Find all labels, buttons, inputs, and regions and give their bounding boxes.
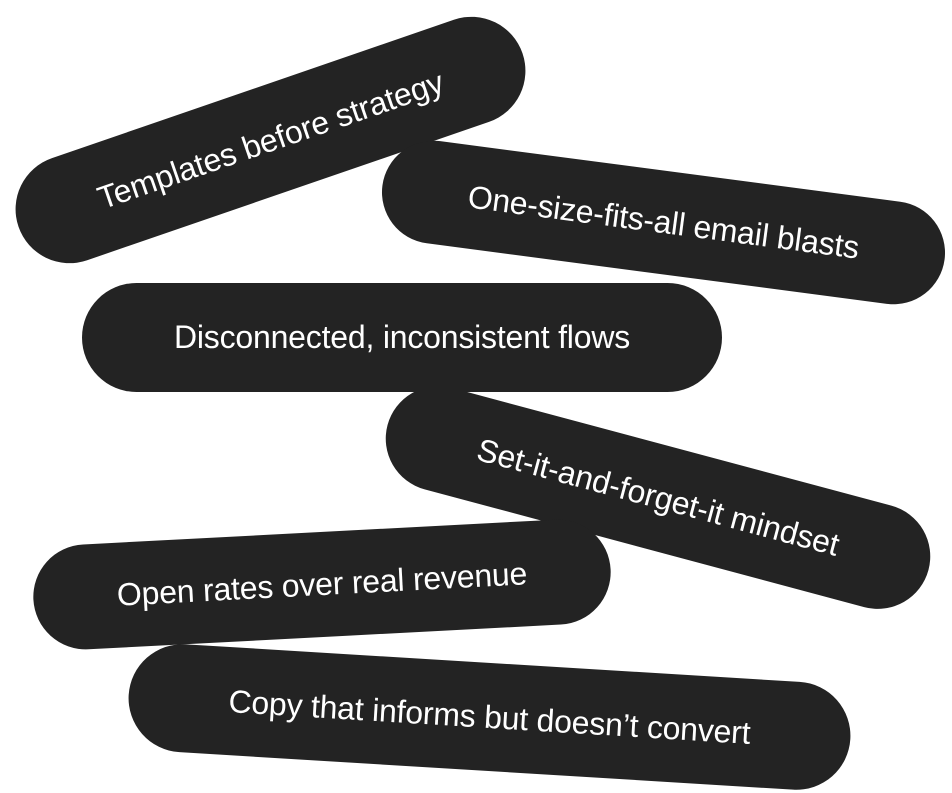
- pill-label: Open rates over real revenue: [115, 554, 528, 613]
- pill-copy-informs: Copy that informs but doesn’t convert: [124, 641, 854, 793]
- pill-label: One-size-fits-all email blasts: [465, 177, 861, 266]
- pill-disconnected-flows: Disconnected, inconsistent flows: [82, 283, 722, 392]
- pill-open-rates: Open rates over real revenue: [30, 516, 614, 652]
- pill-label: Copy that informs but doesn’t convert: [227, 682, 751, 751]
- pill-label: Disconnected, inconsistent flows: [173, 319, 631, 355]
